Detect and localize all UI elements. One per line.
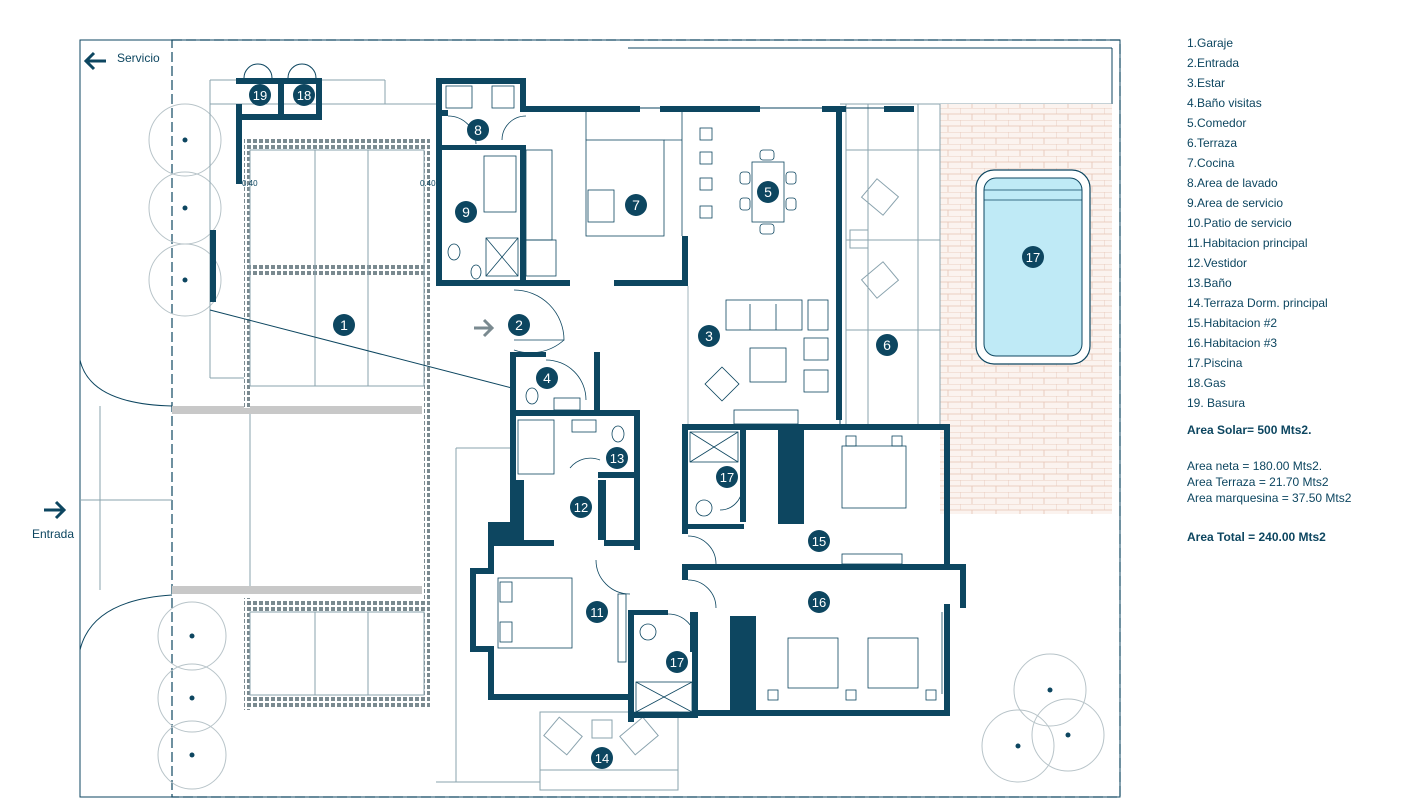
room-marker-18: 18 — [293, 84, 315, 106]
driveway — [79, 359, 173, 651]
svg-text:17: 17 — [670, 655, 684, 670]
windows — [640, 107, 884, 426]
service-enclosures — [236, 63, 322, 120]
terrace-deck — [845, 103, 941, 427]
arrow-entrada-icon — [44, 500, 67, 520]
area-total: Area Total = 240.00 Mts2 — [1187, 530, 1326, 544]
room-marker-8: 8 — [467, 119, 489, 141]
svg-text:19: 19 — [253, 88, 267, 103]
legend-item: 3.Estar — [1187, 76, 1226, 90]
legend-item: 4.Baño visitas — [1187, 96, 1262, 110]
legend-item: 6.Terraza — [1187, 136, 1238, 150]
svg-text:7: 7 — [632, 197, 640, 213]
svg-text:3: 3 — [705, 328, 713, 344]
area-marquesina: Area marquesina = 37.50 Mts2 — [1187, 491, 1352, 505]
svg-text:15: 15 — [812, 534, 826, 549]
legend-item: 5.Comedor — [1187, 116, 1247, 130]
room-marker-17: 17 — [716, 466, 738, 488]
room-marker-4: 4 — [536, 367, 558, 389]
servicio-label: Servicio — [117, 51, 160, 65]
svg-text:6: 6 — [883, 337, 891, 353]
area-neta: Area neta = 180.00 Mts2. — [1187, 459, 1323, 473]
room-marker-15: 15 — [808, 530, 830, 552]
dimension-label: 0.40 — [242, 179, 258, 188]
room-legend: 1.Garaje 2.Entrada 3.Estar 4.Baño visita… — [1187, 33, 1328, 413]
svg-text:1: 1 — [340, 317, 348, 333]
entrada-label: Entrada — [32, 527, 74, 541]
svg-text:12: 12 — [574, 500, 588, 515]
room-marker-17: 17 — [666, 651, 688, 673]
legend-item: 12.Vestidor — [1187, 256, 1248, 270]
legend-item: 11.Habitacion principal — [1187, 236, 1308, 250]
svg-text:9: 9 — [462, 204, 470, 220]
svg-text:17: 17 — [1026, 250, 1040, 265]
svg-text:17: 17 — [720, 470, 734, 485]
svg-text:11: 11 — [590, 605, 604, 620]
room-marker-3: 3 — [698, 325, 720, 347]
svg-text:2: 2 — [515, 317, 523, 333]
area-terraza: Area Terraza = 21.70 Mts2 — [1187, 475, 1329, 489]
room-marker-16: 16 — [808, 591, 830, 613]
trees — [148, 103, 1105, 790]
room-marker-6: 6 — [876, 334, 898, 356]
room-marker-14: 14 — [591, 747, 613, 769]
area-breakdown: Area neta = 180.00 Mts2. Area Terraza = … — [1187, 458, 1351, 506]
room-marker-17: 17 — [1022, 246, 1044, 268]
legend-item: 10.Patio de servicio — [1187, 216, 1292, 230]
tree-trunks — [182, 137, 1071, 758]
legend-item: 13.Baño — [1187, 276, 1232, 290]
svg-text:16: 16 — [812, 595, 826, 610]
pool-area — [940, 104, 1112, 514]
svg-text:5: 5 — [764, 184, 772, 200]
fixtures — [445, 85, 943, 713]
legend-item: 2.Entrada — [1187, 56, 1240, 70]
svg-text:18: 18 — [297, 88, 311, 103]
entry-arrow-icon — [474, 318, 495, 338]
legend-item: 17.Piscina — [1187, 356, 1243, 370]
svg-text:14: 14 — [595, 751, 609, 766]
garage — [172, 79, 513, 710]
room-marker-11: 11 — [586, 601, 608, 623]
legend-item: 8.Area de lavado — [1187, 176, 1278, 190]
room-marker-9: 9 — [455, 201, 477, 223]
legend-item: 1.Garaje — [1187, 36, 1234, 50]
bedroom-terrace — [539, 711, 679, 791]
svg-text:8: 8 — [474, 122, 482, 138]
legend-item: 18.Gas — [1187, 376, 1226, 390]
legend-item: 16.Habitacion #3 — [1187, 336, 1278, 350]
room-marker-1: 1 — [333, 314, 355, 336]
legend-item: 19. Basura — [1187, 396, 1246, 410]
legend-item: 7.Cocina — [1187, 156, 1235, 170]
room-marker-13: 13 — [606, 447, 628, 469]
dimension-label: 0.40 — [420, 179, 436, 188]
room-marker-12: 12 — [570, 496, 592, 518]
legend-item: 9.Area de servicio — [1187, 196, 1284, 210]
room-marker-2: 2 — [508, 314, 530, 336]
room-marker-19: 19 — [249, 84, 271, 106]
left-walkway — [436, 447, 540, 783]
room-marker-7: 7 — [625, 194, 647, 216]
area-solar: Area Solar= 500 Mts2. — [1187, 423, 1312, 437]
svg-text:13: 13 — [610, 451, 624, 466]
room-marker-5: 5 — [757, 181, 779, 203]
walls — [436, 78, 966, 722]
legend-item: 14.Terraza Dorm. principal — [1187, 296, 1328, 310]
room-markers: 1 2 3 4 5 6 7 8 9 11 12 13 14 15 16 17 1… — [249, 84, 1044, 769]
svg-text:4: 4 — [543, 370, 551, 386]
legend-item: 15.Habitacion #2 — [1187, 316, 1278, 330]
arrow-servicio-icon — [83, 51, 106, 71]
